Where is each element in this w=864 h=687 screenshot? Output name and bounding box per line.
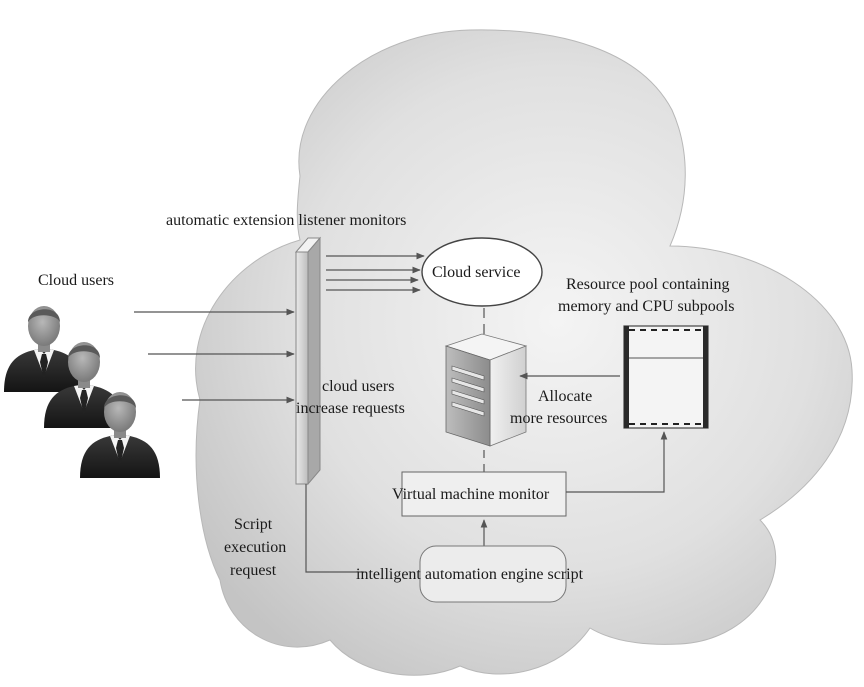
script-request-connector bbox=[305, 484, 364, 573]
vmm-label: Virtual machine monitor bbox=[392, 486, 550, 503]
script-label-line1: Script bbox=[234, 516, 273, 533]
cloud-service-label: Cloud service bbox=[432, 264, 521, 281]
cloud-users-icon bbox=[4, 306, 160, 478]
server-icon bbox=[444, 333, 528, 447]
allocate-label-line1: Allocate bbox=[538, 388, 593, 405]
vmm-to-pool-arrow bbox=[566, 431, 668, 493]
script-label-line2: execution bbox=[224, 539, 287, 556]
listener-label: automatic extension listener monitors bbox=[166, 212, 407, 229]
listener-to-service-arrows bbox=[326, 252, 425, 294]
engine-label: intelligent automation engine script bbox=[356, 566, 584, 583]
resource-pool-label-line1: Resource pool containing bbox=[566, 276, 730, 293]
listener-bar bbox=[294, 236, 322, 486]
resource-pool-label-line2: memory and CPU subpools bbox=[558, 298, 735, 315]
allocate-label-line2: more resources bbox=[510, 410, 608, 427]
user-request-arrows bbox=[134, 308, 295, 404]
cloud-users-increase-label-line2: increase requests bbox=[296, 400, 405, 417]
engine-box bbox=[419, 545, 567, 603]
vmm-box bbox=[401, 471, 567, 517]
resource-pool-box bbox=[623, 325, 709, 429]
cloud-users-increase-label-line1: cloud users bbox=[322, 378, 395, 395]
cloud-users-label: Cloud users bbox=[38, 272, 114, 289]
cloud-service-ellipse bbox=[421, 237, 543, 307]
script-label-line3: request bbox=[230, 562, 277, 579]
